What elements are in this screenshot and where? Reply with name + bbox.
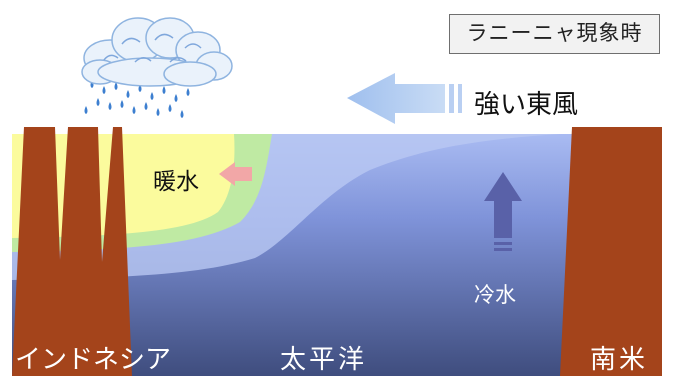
cold-water-label: 冷水: [474, 283, 516, 307]
title-box: ラニーニャ現象時: [449, 14, 660, 54]
indonesia-landmass: [12, 127, 132, 376]
upwelling-arrow-icon: [484, 172, 522, 251]
wind-arrow-icon: [347, 73, 462, 124]
south-america-landmass: [560, 127, 662, 376]
warm-flow-arrow-icon: [219, 162, 252, 186]
rain-cloud-icon: [81, 17, 233, 118]
south-america-label: 南米: [590, 345, 649, 375]
pacific-label: 太平洋: [280, 345, 368, 375]
warm-water-label: 暖水: [153, 169, 199, 195]
indonesia-label: インドネシア: [15, 345, 172, 375]
wind-label: 強い東風: [474, 90, 579, 120]
